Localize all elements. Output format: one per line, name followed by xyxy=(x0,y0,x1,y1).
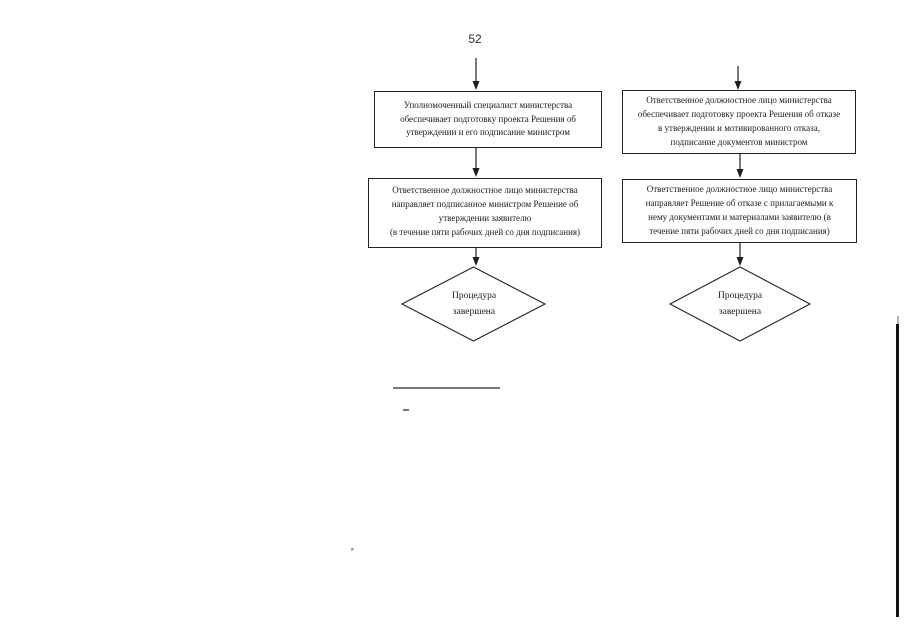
refusal-prep-box: Ответственное должностное лицо министерс… xyxy=(622,90,856,154)
approval-prep-box: Уполномоченный специалист министерства о… xyxy=(374,91,602,148)
terminal-diamond-shape xyxy=(400,266,547,342)
arrow-down-icon xyxy=(736,154,744,178)
arrow-down-icon xyxy=(736,243,744,266)
arrow-down-icon xyxy=(472,248,480,266)
arrow-down-icon xyxy=(472,58,480,90)
noise-speck xyxy=(403,409,409,411)
approval-send-box: Ответственное должностное лицо министерс… xyxy=(368,178,602,248)
noise-speck xyxy=(351,548,354,551)
page-number: 52 xyxy=(468,32,482,46)
arrow-down-icon xyxy=(734,66,742,90)
procedure-complete-label: Процедура завершена xyxy=(451,291,497,317)
terminal-diamond-shape xyxy=(668,266,812,342)
procedure-complete-label: Процедура завершена xyxy=(717,291,763,317)
refusal-send-box: Ответственное должностное лицо министерс… xyxy=(622,179,857,243)
arrow-down-icon xyxy=(472,148,480,177)
